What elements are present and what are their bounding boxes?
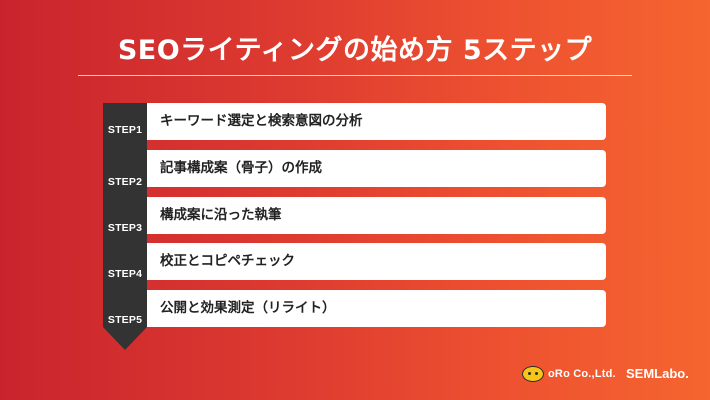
oro-logo-text: oRo Co.,Ltd. [548, 368, 616, 380]
step-arrow-shape [103, 103, 147, 350]
step-label: STEP3 [107, 222, 143, 234]
step-label: STEP2 [107, 176, 143, 188]
step-label: STEP4 [107, 268, 143, 280]
step-bar: 校正とコピペチェック [147, 243, 606, 280]
step-text: 構成案に沿った執筆 [160, 207, 282, 223]
step-text: 記事構成案（骨子）の作成 [160, 160, 322, 176]
step-label: STEP1 [107, 124, 143, 136]
title-divider [78, 75, 632, 76]
semlabo-logo: SEMLabo. [626, 366, 689, 381]
step-text: 校正とコピペチェック [160, 253, 295, 269]
oro-mascot-icon [522, 366, 544, 382]
step-bar: 公開と効果測定（リライト） [147, 290, 606, 327]
step-bar: 記事構成案（骨子）の作成 [147, 150, 606, 187]
step-text: キーワード選定と検索意図の分析 [160, 113, 363, 129]
page-title: SEOライティングの始め方 5ステップ [117, 35, 593, 66]
oro-logo: oRo Co.,Ltd. [522, 365, 616, 383]
step-column: STEP1 STEP2 STEP3 STEP4 STEP5 [103, 103, 147, 350]
step-text: 公開と効果測定（リライト） [160, 300, 336, 316]
step-label: STEP5 [107, 314, 143, 326]
step-bar: 構成案に沿った執筆 [147, 197, 606, 234]
step-bar: キーワード選定と検索意図の分析 [147, 103, 606, 140]
